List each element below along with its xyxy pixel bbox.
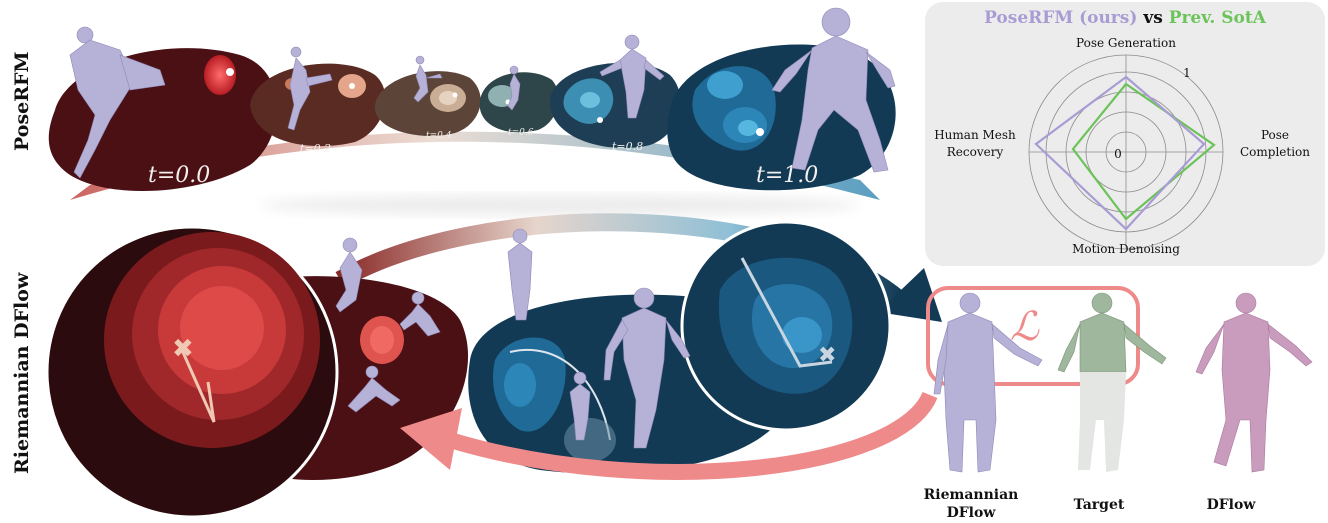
distribution-blob-t04 xyxy=(375,71,481,136)
red-zoom-circle: ✖ xyxy=(47,227,337,517)
radar-tick-min: 0 xyxy=(1108,147,1128,162)
timestep-label-3: t=0.6 xyxy=(508,128,534,138)
blue-zoom-circle: ✖ xyxy=(682,222,890,430)
radar-axis-left-2: Recovery xyxy=(929,145,1021,160)
radar-axis-right-1: Pose xyxy=(1237,128,1313,143)
radar-panel: PoseRFM (ours) vs Prev. SotA Pose Genera… xyxy=(925,2,1325,266)
caption-riemannian-line1: Riemannian xyxy=(918,486,1024,504)
caption-riemannian-dflow: Riemannian DFlow xyxy=(918,486,1024,522)
human-mesh-blue-1 xyxy=(508,229,532,320)
distribution-blob-t06 xyxy=(480,72,559,132)
svg-text:✖: ✖ xyxy=(818,343,836,368)
caption-target: Target xyxy=(1058,496,1140,514)
radar-axis-right-2: Completion xyxy=(1237,145,1313,160)
mesh-dflow xyxy=(1196,293,1312,472)
timestep-label-5: t=1.0 xyxy=(756,163,818,188)
timestep-label-0: t=0.0 xyxy=(148,163,210,188)
radar-axis-bottom: Motion Denoising xyxy=(1055,242,1197,257)
radar-tick-max: 1 xyxy=(1177,66,1197,81)
svg-text:✖: ✖ xyxy=(172,334,194,364)
radar-axis-left-1: Human Mesh xyxy=(929,128,1021,143)
radar-axis-top: Pose Generation xyxy=(1055,36,1197,51)
timestep-label-1: t=0.2 xyxy=(300,142,331,155)
timestep-label-4: t=0.8 xyxy=(612,140,643,153)
timestep-label-2: t=0.4 xyxy=(426,131,452,141)
caption-dflow: DFlow xyxy=(1190,496,1272,514)
caption-riemannian-line2: DFlow xyxy=(918,504,1024,522)
